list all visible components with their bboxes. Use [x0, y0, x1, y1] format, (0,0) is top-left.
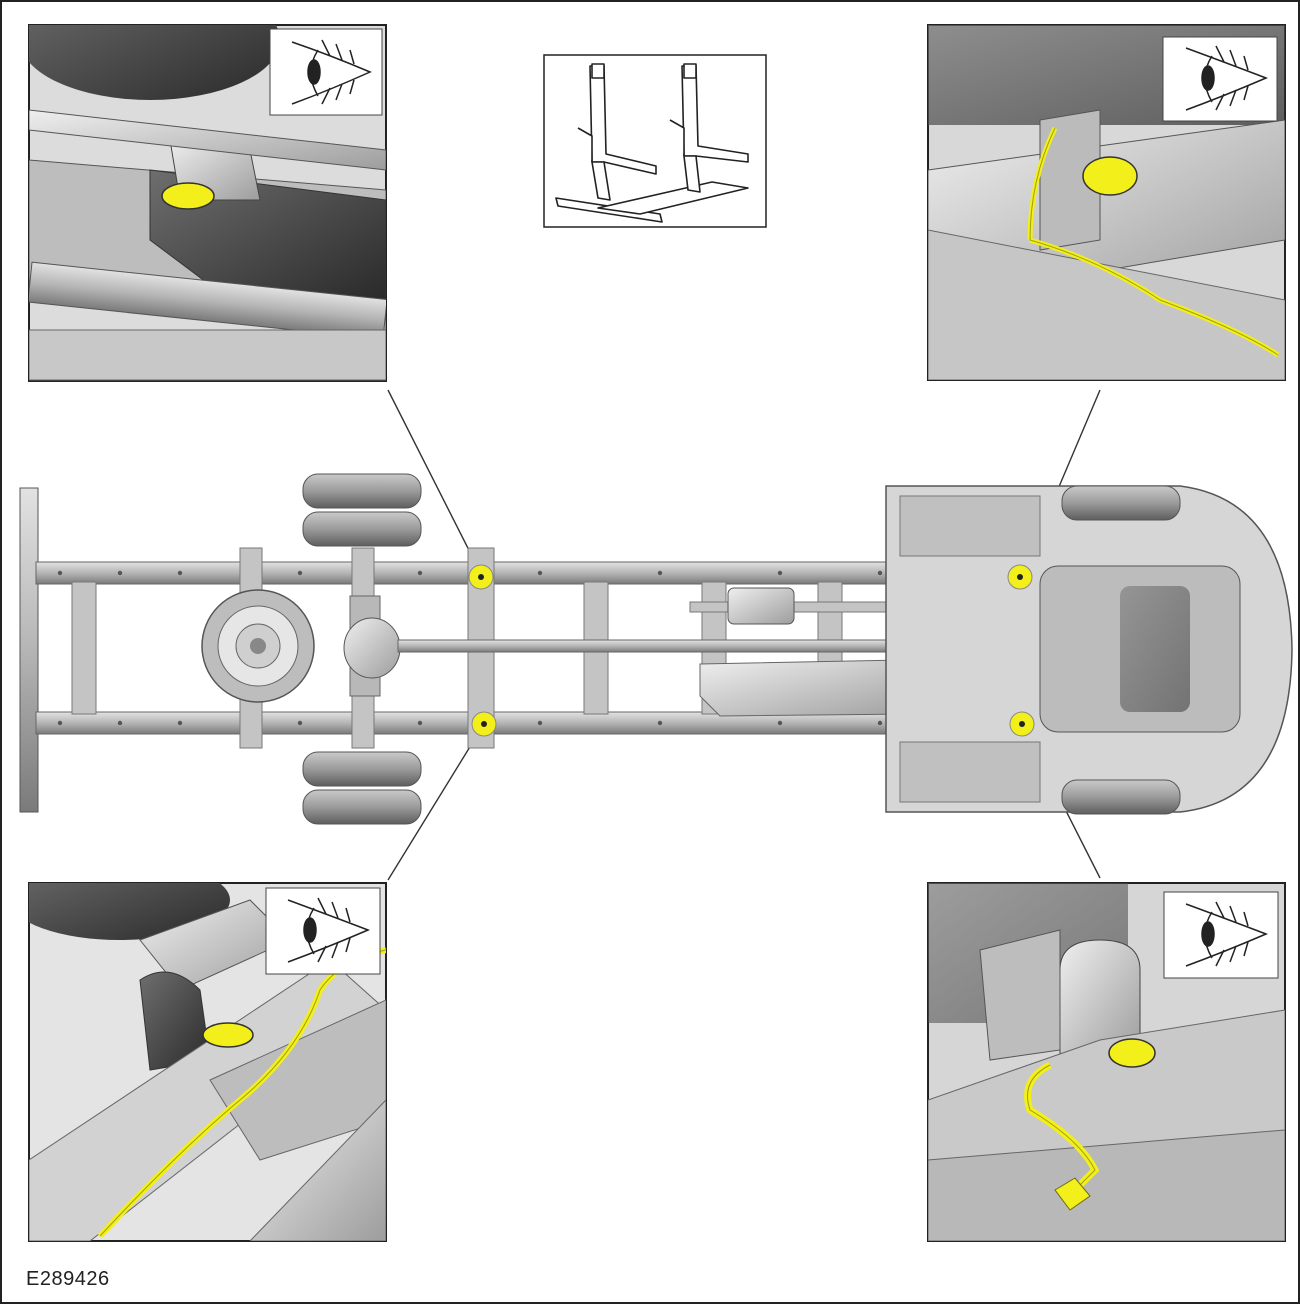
highlight-front-right — [1108, 1038, 1156, 1068]
eye-icon-box — [1162, 36, 1278, 122]
eye-icon — [1185, 45, 1268, 111]
figure-id-label: E289426 — [26, 1268, 110, 1290]
vehicle-chassis — [19, 473, 1293, 825]
rear-tire-top-outer — [302, 473, 422, 509]
leader-rear-right — [387, 723, 485, 881]
exhaust-muffler — [727, 587, 795, 625]
detail-view-rear-right — [28, 882, 387, 1242]
engine-block — [1120, 586, 1190, 712]
rear-tire-top-inner — [302, 511, 422, 547]
drive-shaft — [397, 639, 919, 653]
eye-icon — [1185, 901, 1268, 967]
cab-floor-right — [899, 741, 1041, 803]
rear-crossbar — [19, 487, 39, 813]
lift-point-markers — [468, 564, 1035, 737]
leader-rear-left — [387, 389, 481, 573]
rear-differential — [343, 617, 401, 679]
rear-tire-bottom-outer — [302, 789, 422, 825]
jack-stands-panel — [543, 54, 767, 228]
front-tire-left — [1061, 485, 1181, 521]
cab-floor-left — [899, 495, 1041, 557]
front-tire-right — [1061, 779, 1181, 815]
highlight-front-left — [1082, 156, 1138, 196]
detail-view-rear-left — [28, 24, 387, 382]
rail-holes — [57, 570, 883, 726]
eye-icon — [291, 39, 372, 105]
highlight-rear-left — [161, 182, 215, 210]
jack-stands-icon — [555, 63, 749, 223]
rear-tire-bottom-inner — [302, 751, 422, 787]
detail-view-front-left — [927, 24, 1286, 381]
eye-icon-box — [1163, 891, 1279, 979]
spare-tire — [201, 589, 315, 703]
detail-view-front-right — [927, 882, 1286, 1242]
eye-icon-box — [269, 28, 383, 116]
highlight-rear-right — [202, 1022, 254, 1048]
eye-icon — [287, 897, 370, 963]
eye-icon-box — [265, 887, 381, 975]
